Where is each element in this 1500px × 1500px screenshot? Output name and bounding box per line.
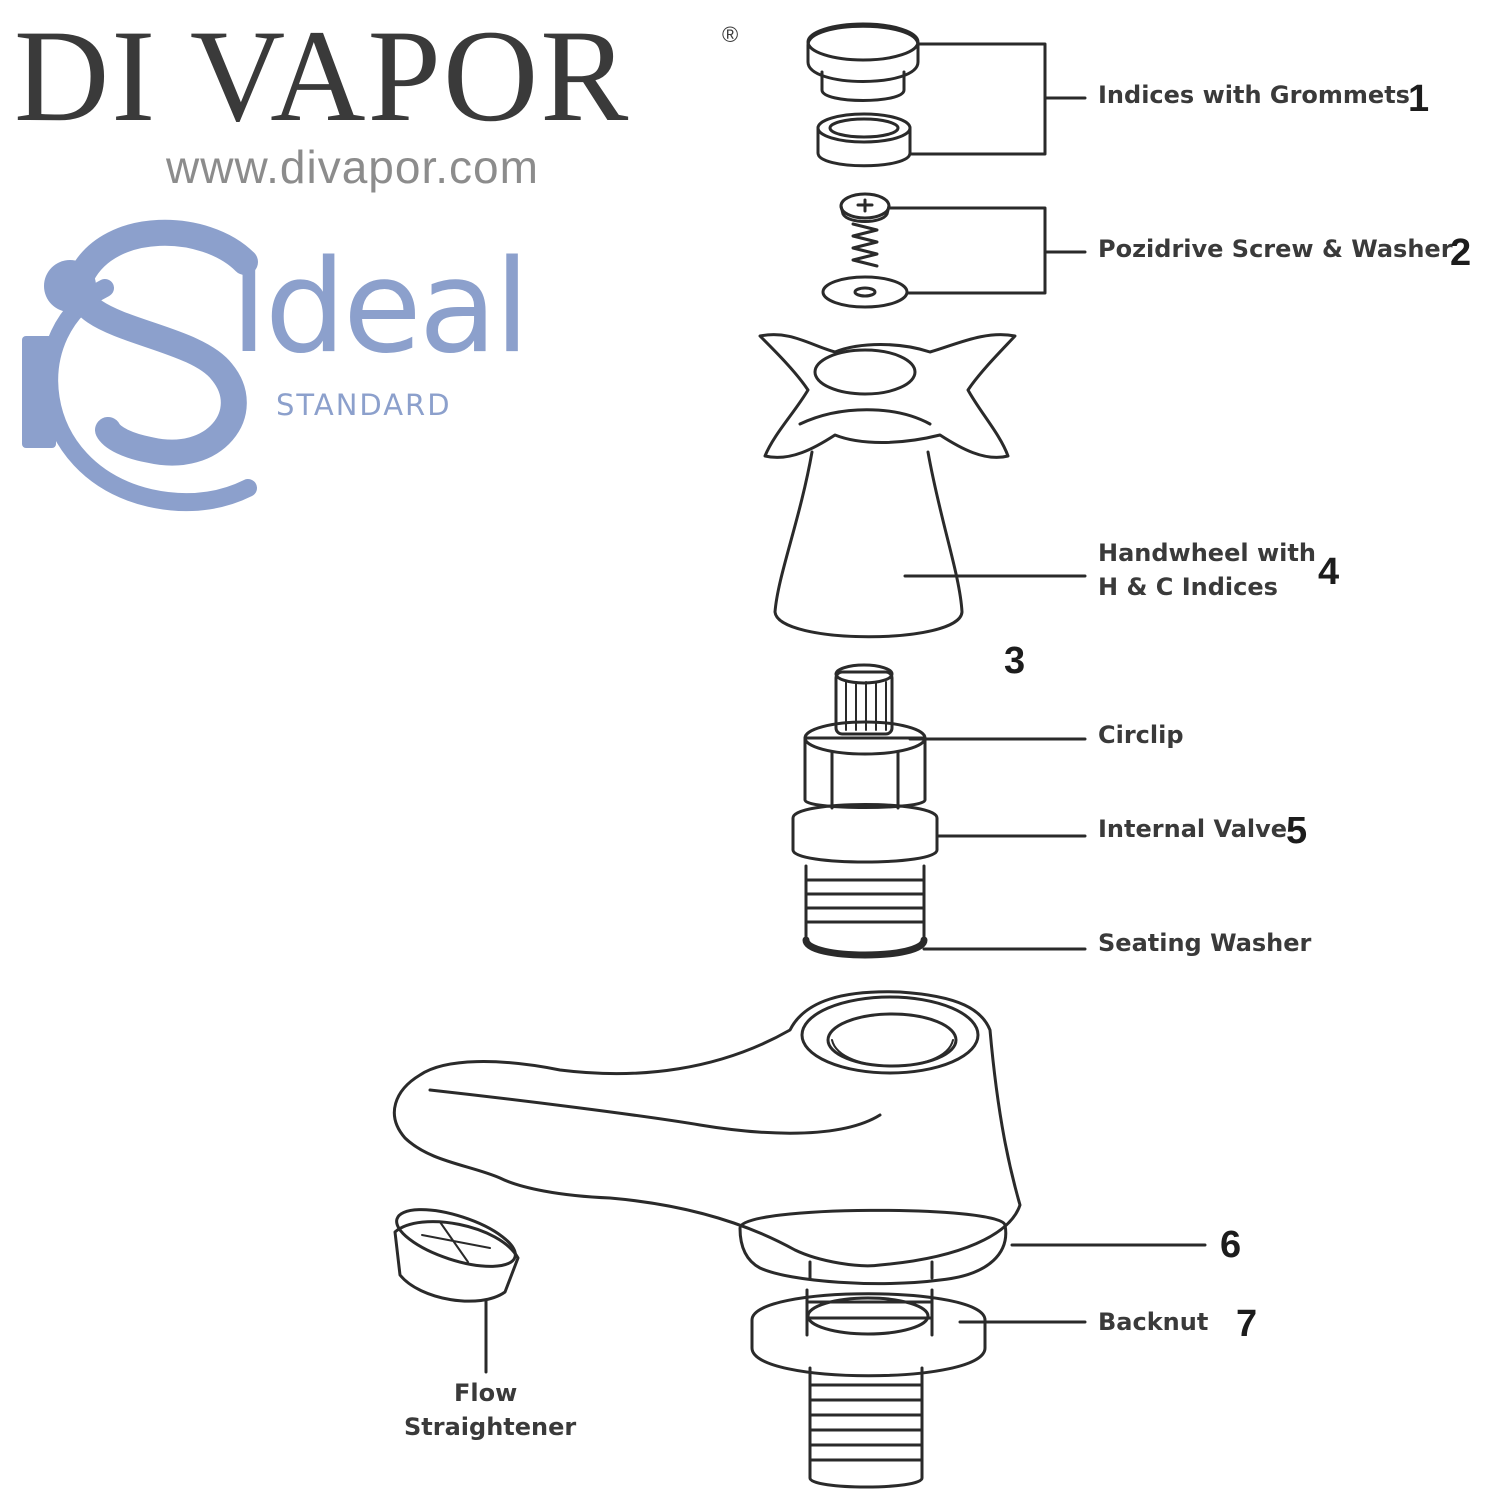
label-flow-2: Straightener bbox=[404, 1413, 577, 1441]
brand-title: DI VAPOR bbox=[14, 2, 631, 149]
number-6: 6 bbox=[1220, 1224, 1242, 1266]
number-4: 4 bbox=[1318, 551, 1340, 593]
seating-washer bbox=[802, 936, 928, 959]
brand-url: www.divapor.com bbox=[166, 141, 539, 193]
valve-spindle bbox=[834, 670, 894, 736]
label-indices: Indices with Grommets bbox=[1098, 81, 1410, 109]
valve-thread bbox=[804, 864, 926, 942]
label-circlip: Circlip bbox=[1098, 721, 1184, 749]
number-3: 3 bbox=[1004, 640, 1026, 682]
logo-dot bbox=[44, 260, 96, 312]
registered-mark: ® bbox=[722, 22, 739, 47]
handwheel-cross bbox=[758, 333, 1017, 459]
ideal-standard-logo-mark bbox=[40, 219, 258, 512]
tap-spout-curve bbox=[428, 1088, 882, 1135]
index-cap-top bbox=[806, 22, 920, 62]
valve-head bbox=[803, 736, 927, 809]
tap-inlet-outer bbox=[800, 995, 980, 1075]
number-1: 1 bbox=[1408, 78, 1430, 120]
label-backnut: Backnut bbox=[1098, 1308, 1209, 1336]
backnut-thread bbox=[805, 1288, 934, 1337]
washer-hole bbox=[853, 286, 877, 298]
label-handwheel-1: Handwheel with bbox=[1098, 539, 1316, 567]
grommet-body bbox=[816, 126, 912, 168]
screw-head-side bbox=[839, 204, 891, 223]
logo-i-stem bbox=[22, 336, 56, 448]
grommet-inner bbox=[828, 117, 900, 139]
handwheel-body bbox=[773, 450, 964, 639]
bracket-2 bbox=[887, 206, 1047, 295]
number-7: 7 bbox=[1236, 1303, 1258, 1345]
number-2: 2 bbox=[1450, 232, 1472, 274]
index-cap-skirt bbox=[820, 70, 906, 102]
label-screw-washer: Pozidrive Screw & Washer bbox=[1098, 235, 1453, 263]
backnut bbox=[750, 1292, 987, 1378]
handwheel-index-seat bbox=[813, 348, 917, 396]
bracket-1 bbox=[908, 42, 1047, 156]
label-internal-valve: Internal Valve bbox=[1098, 815, 1288, 843]
logo-arc bbox=[40, 279, 257, 512]
tail-thread bbox=[808, 1366, 924, 1489]
screw-thread bbox=[851, 222, 879, 268]
washer bbox=[821, 275, 909, 309]
number-5: 5 bbox=[1286, 810, 1308, 852]
label-handwheel-2: H & C Indices bbox=[1098, 573, 1278, 601]
logo-sub: STANDARD bbox=[276, 388, 452, 422]
logo-word: Ideal bbox=[230, 233, 530, 382]
logo-swoosh bbox=[66, 219, 258, 466]
washer-6 bbox=[738, 1208, 1008, 1286]
valve-flange bbox=[791, 803, 939, 864]
tap-body bbox=[392, 990, 1022, 1268]
index-cap bbox=[806, 24, 920, 83]
label-seating-washer: Seating Washer bbox=[1098, 929, 1312, 957]
flow-straightener bbox=[393, 1220, 520, 1303]
label-flow-1: Flow bbox=[454, 1379, 518, 1407]
handwheel-inner-curve bbox=[798, 408, 932, 426]
